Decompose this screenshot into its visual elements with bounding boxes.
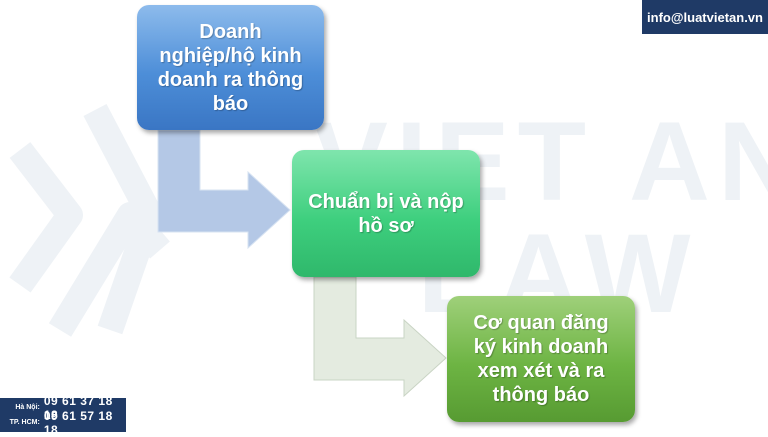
step-2-box: Chuẩn bị và nộp hồ sơ: [292, 150, 480, 277]
phone-row-hanoi: Hà Nội: 09 61 37 18 18: [0, 394, 126, 422]
step-1-label: Doanh nghiệp/hộ kinh doanh ra thông báo: [157, 20, 304, 115]
step-1-box: Doanh nghiệp/hộ kinh doanh ra thông báo: [137, 5, 324, 130]
phone-number[interactable]: 09 61 37 18 18: [43, 393, 113, 422]
phone-contacts: Hà Nội: 09 61 37 18 18 TP. HCM: 09 61 57…: [0, 394, 126, 437]
arrow-step1-to-step2: [157, 129, 291, 250]
watermark-logo-mark: [9, 103, 170, 337]
step-3-box: Cơ quan đăng ký kinh doanh xem xét và ra…: [447, 296, 635, 422]
email-contact[interactable]: info@luatvietan.vn: [642, 0, 768, 34]
step-2-label: Chuẩn bị và nộp hồ sơ: [308, 190, 464, 237]
phone-number[interactable]: 09 61 57 18 18: [43, 408, 113, 437]
arrow-step2-to-step3: [313, 276, 447, 398]
phone-city-label: TP. HCM:: [9, 419, 40, 426]
step-3-label: Cơ quan đăng ký kinh doanh xem xét và ra…: [473, 312, 609, 406]
phone-city-label: Hà Nội:: [15, 404, 40, 411]
email-text: info@luatvietan.vn: [647, 9, 763, 25]
phone-row-hcm: TP. HCM: 09 61 57 18 18: [0, 409, 126, 437]
